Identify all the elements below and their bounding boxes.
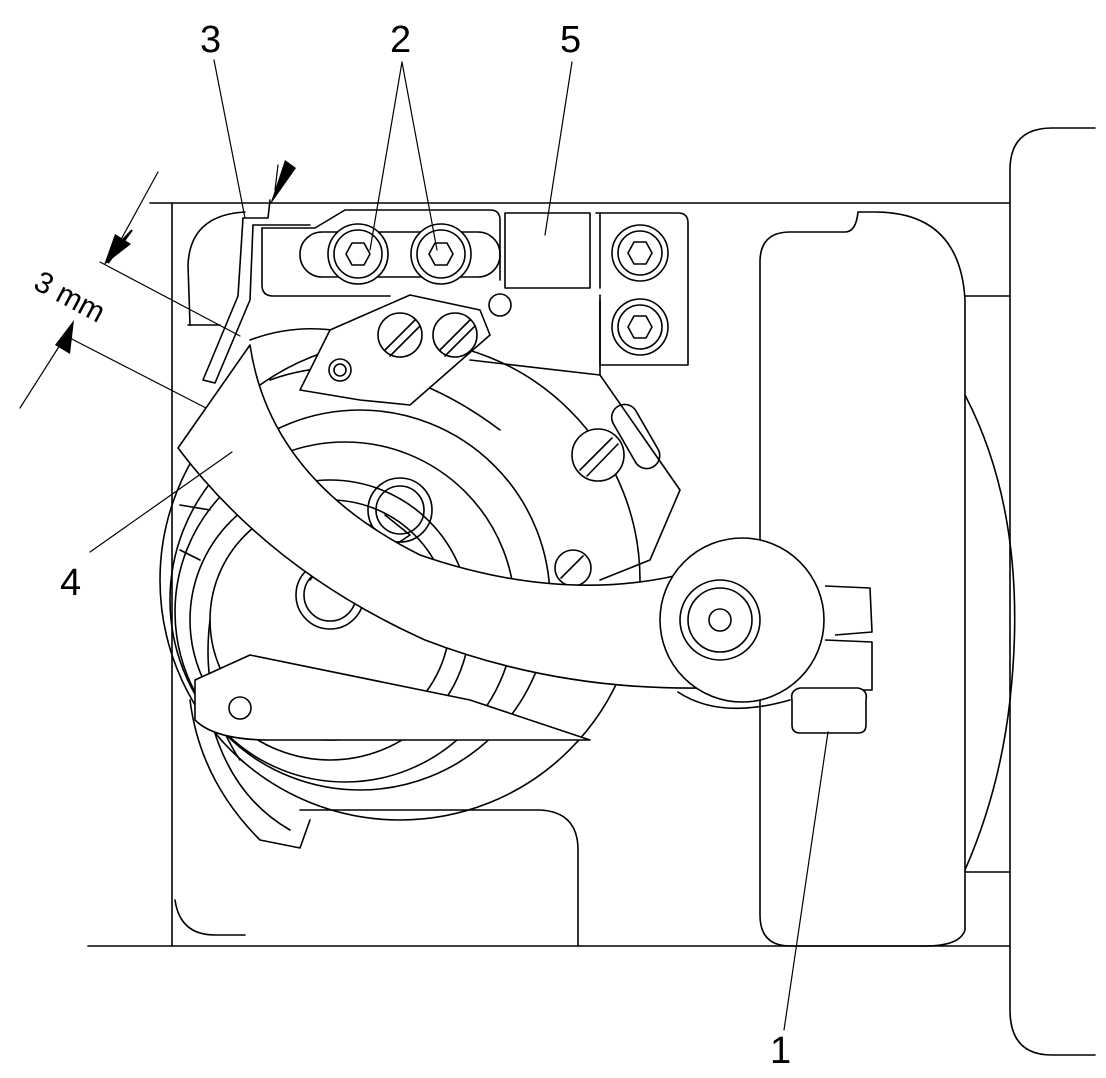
trimmer-arm <box>299 293 512 406</box>
callout-4: 4 <box>60 562 81 604</box>
callout-1: 1 <box>770 1030 791 1072</box>
screw-pair-2 <box>299 223 501 285</box>
needle-plate <box>174 211 579 947</box>
clamp-part-1 <box>790 585 873 734</box>
lobe-plate <box>469 299 681 587</box>
right-side-plate <box>759 127 1096 1056</box>
knife-3 <box>202 199 311 384</box>
callout-5: 5 <box>560 19 581 61</box>
knife-arm-4 <box>177 344 825 710</box>
lower-lever <box>194 654 591 741</box>
hex-screws <box>611 224 669 356</box>
callout-leaders <box>89 59 829 1031</box>
callout-labels: 3 2 5 4 1 <box>60 19 791 1072</box>
dimension-label: 3 mm <box>29 265 111 329</box>
callout-2: 2 <box>390 19 411 61</box>
callout-3: 3 <box>200 19 221 61</box>
upper-bracket <box>261 209 689 366</box>
